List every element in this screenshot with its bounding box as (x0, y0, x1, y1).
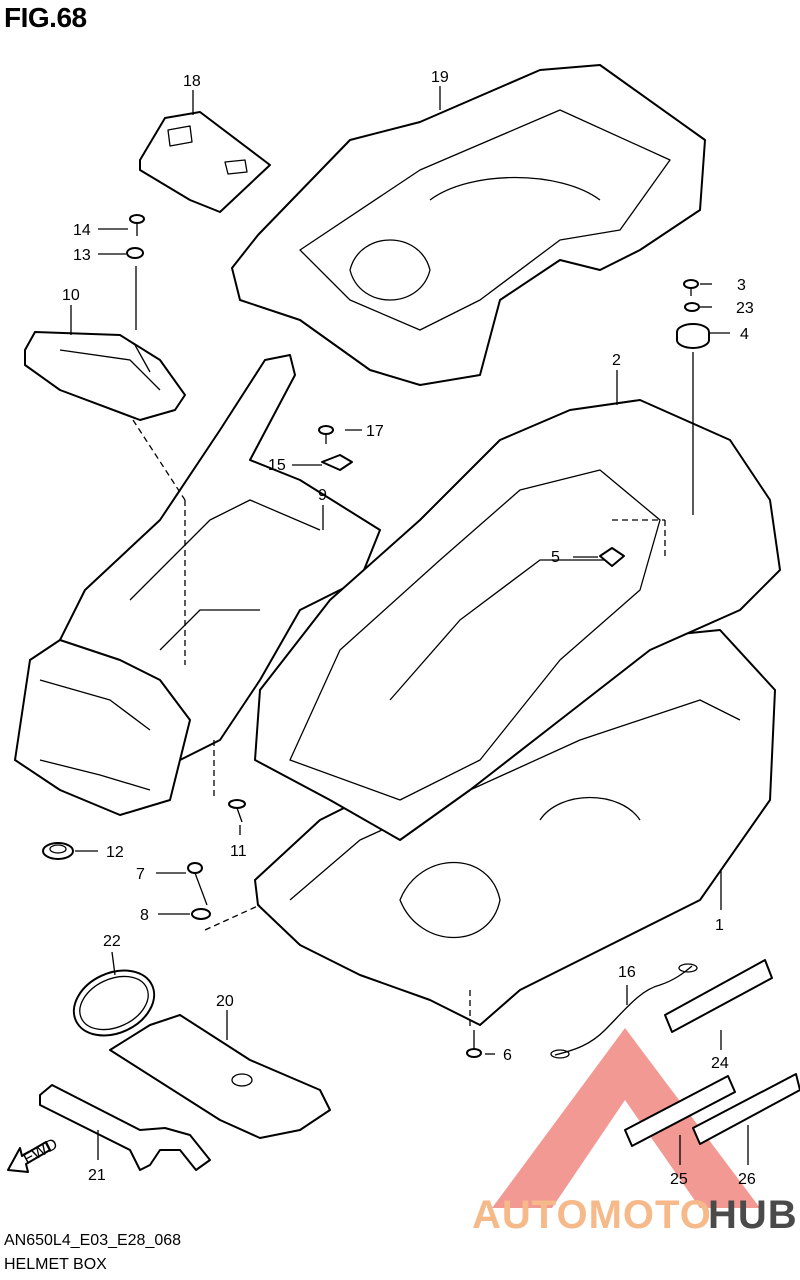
watermark-text-b: HUB (708, 1193, 798, 1237)
callout-6: 6 (503, 1047, 512, 1064)
part-7-bolt (187, 862, 208, 906)
callout-11: 11 (230, 843, 247, 860)
part-2-helmet-box-lid (254, 399, 781, 841)
watermark-text: AUTOMOTO HUB (472, 1193, 798, 1237)
part-24-strip (664, 959, 773, 1033)
part-17-screw (318, 425, 334, 444)
part-8-washer (191, 908, 211, 920)
part-26-strip (692, 1073, 800, 1145)
part-5-nut (599, 547, 625, 567)
callout-15: 15 (268, 457, 286, 474)
part-3-screw (683, 279, 699, 296)
callout-3: 3 (737, 277, 746, 294)
part-23-washer (684, 302, 700, 312)
callout-10: 10 (62, 287, 80, 304)
callout-7: 7 (136, 866, 145, 883)
callout-2: 2 (612, 352, 621, 369)
part-12-grommet (42, 842, 74, 860)
callout-1: 1 (715, 917, 724, 934)
callout-16: 16 (618, 964, 636, 981)
part-18-cover-panel (139, 111, 271, 213)
figure-name: HELMET BOX (4, 1256, 107, 1273)
part-10-latch-housing (24, 331, 186, 421)
part-22-o-ring (72, 969, 156, 1037)
callout-19: 19 (431, 69, 449, 86)
callout-14: 14 (73, 222, 91, 239)
callout-9: 9 (318, 487, 327, 504)
callout-26: 26 (738, 1171, 756, 1188)
part-19-upper-tray (231, 64, 706, 386)
leader-lines (70, 86, 749, 1165)
part-16-cable (550, 963, 698, 1059)
callout-22: 22 (103, 933, 121, 950)
part-lower-left-bracket (14, 639, 191, 816)
callout-25: 25 (670, 1171, 688, 1188)
part-4-damper (676, 323, 710, 349)
figure-title: FIG.68 (4, 2, 87, 33)
part-21-spanner (39, 1084, 211, 1171)
fwd-label: FWD (20, 1136, 60, 1168)
callout-18: 18 (183, 73, 201, 90)
callout-23: 23 (736, 300, 754, 317)
callouts: 18 19 14 13 10 3 23 4 2 17 15 9 5 11 12 … (62, 69, 756, 1188)
part-11-bolt (228, 799, 246, 823)
figure-code: AN650L4_E03_E28_068 (4, 1232, 182, 1249)
fwd-arrow: FWD (7, 1136, 61, 1173)
part-20-tool-bag (109, 1014, 331, 1139)
part-15-clip (321, 454, 353, 471)
callout-12: 12 (106, 844, 124, 861)
part-14-screw (129, 214, 145, 236)
callout-24: 24 (711, 1055, 729, 1072)
part-13-nut (126, 247, 144, 259)
part-25-strip (624, 1075, 736, 1147)
callout-21: 21 (88, 1167, 106, 1184)
callout-20: 20 (216, 993, 234, 1010)
callout-17: 17 (366, 423, 384, 440)
callout-4: 4 (740, 326, 749, 343)
watermark-logo (492, 1028, 760, 1208)
callout-8: 8 (140, 907, 149, 924)
watermark-text-a: AUTOMOTO (472, 1193, 712, 1237)
callout-13: 13 (73, 247, 91, 264)
part-6-screw (466, 1030, 482, 1058)
callout-5: 5 (551, 549, 560, 566)
